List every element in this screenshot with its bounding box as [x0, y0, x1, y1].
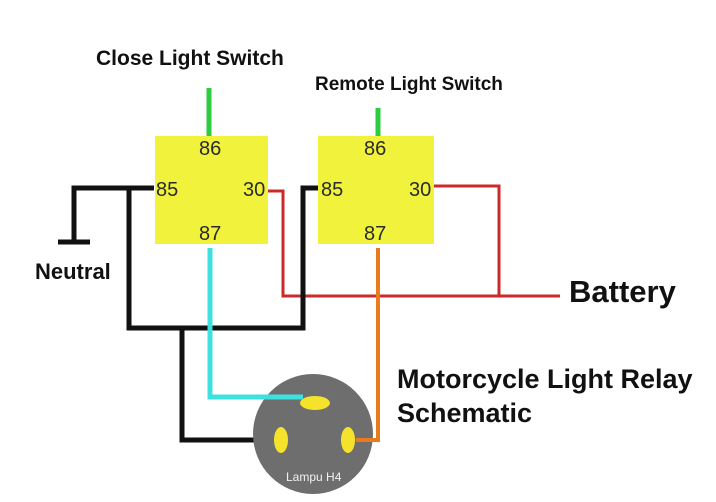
high-beam-wire	[356, 248, 380, 442]
close-light-switch-label: Close Light Switch	[96, 47, 284, 70]
left-relay-pin-85: 85	[156, 179, 178, 201]
battery-label: Battery	[569, 274, 676, 309]
left-relay-pin-86: 86	[199, 138, 221, 160]
ground-wire	[71, 185, 154, 241]
bulb-contact-top	[300, 396, 330, 410]
right-relay-pin-87: 87	[364, 223, 386, 245]
right-relay-pin-86: 86	[364, 138, 386, 160]
battery-wire-right-relay	[434, 184, 501, 296]
left-relay-pin-30: 30	[243, 179, 265, 201]
left-relay-pin-87: 87	[199, 223, 221, 245]
bulb-ground-wire	[179, 328, 272, 443]
diagram-title: Motorcycle Light Relay Schematic	[397, 362, 693, 430]
bulb-contact-left	[274, 427, 288, 453]
remote-light-switch-label: Remote Light Switch	[315, 74, 503, 95]
neutral-label: Neutral	[35, 259, 111, 284]
relay-remote-switch	[318, 136, 434, 244]
battery-wire	[268, 189, 560, 298]
right-relay-pin-30: 30	[409, 179, 431, 201]
low-beam-wire	[207, 248, 303, 400]
bulb-label: Lampu H4	[286, 470, 342, 484]
bulb-h4	[253, 374, 373, 494]
ground-bus-wire	[126, 185, 318, 331]
bulb-contact-right	[341, 427, 355, 453]
relay-close-switch	[155, 136, 268, 244]
diagram-title-line-2: Schematic	[397, 398, 533, 428]
right-relay-pin-85: 85	[321, 179, 343, 201]
diagram-title-line-1: Motorcycle Light Relay	[397, 364, 693, 394]
